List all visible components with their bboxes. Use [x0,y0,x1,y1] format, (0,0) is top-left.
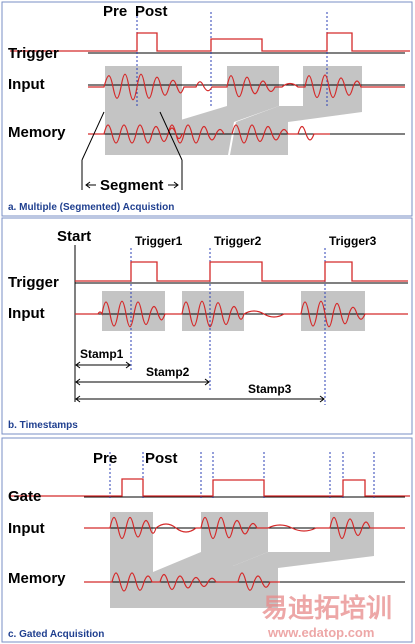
label-trigger-b: Trigger [8,274,59,291]
panel-b-frame [1,217,413,435]
gate-signal [10,478,410,497]
input-signal-a [88,73,405,101]
segment-bracket [81,111,183,190]
transfer-shape-3 [230,106,362,155]
gate-window-2 [201,512,268,552]
panel-b-shading [102,291,365,331]
label-start: Start [57,228,91,245]
caption-b: b. Timestamps [8,420,78,431]
panel-c-frame [1,437,413,643]
panel-a-markers [136,12,328,108]
label-trigger1: Trigger1 [135,234,183,248]
label-input-b: Input [8,305,45,322]
memory-signal-a [88,124,330,144]
label-pre-a: Pre [103,3,127,20]
label-input-c: Input [8,520,45,537]
watermark-url: www.edatop.com [267,625,374,640]
gate-transfer-3 [233,552,374,608]
input-signal-c [84,516,405,540]
label-segment: Segment [100,177,163,194]
caption-c: c. Gated Acquisition [8,629,104,640]
gate-transfer-2 [153,552,268,608]
input-signal-b [75,300,408,328]
caption-a: a. Multiple (Segmented) Acquistion [8,202,174,213]
panel-a-frame [1,1,413,217]
watermark-cn: 易迪拓培训 [262,593,392,623]
label-trigger-a: Trigger [8,45,59,62]
gate-transfer-1 [110,552,153,608]
label-memory-a: Memory [8,124,66,141]
label-post-a: Post [135,3,168,20]
segment-window-2 [227,66,279,106]
panel-c-shading [110,512,374,608]
label-stamp2: Stamp2 [146,365,190,379]
panel-c-gated: Pre Post Gate Input Memory c. Gated Acqu… [1,437,413,643]
label-input-a: Input [8,76,45,93]
label-stamp1: Stamp1 [80,347,124,361]
panel-b-timestamps: Start Trigger1 Trigger2 Trigger3 Trigger… [1,217,413,435]
capture-window-1 [102,291,165,331]
label-trigger3: Trigger3 [329,234,377,248]
label-pre-c: Pre [93,450,117,467]
label-post-c: Post [145,450,178,467]
segment-window-1 [105,66,182,106]
gate-window-1 [110,512,153,552]
trigger-signal-b [75,261,408,282]
gate-window-3 [330,512,374,552]
label-gate: Gate [8,488,41,505]
label-trigger2: Trigger2 [214,234,262,248]
panel-a-segmented: Pre Post Trigger Input Memory Segment a.… [1,1,413,217]
capture-window-2 [182,291,244,331]
label-stamp3: Stamp3 [248,382,292,396]
trigger-signal-a [10,32,410,52]
memory-signal-c [84,572,280,592]
label-memory-c: Memory [8,570,66,587]
stamp-arrows [75,361,325,403]
